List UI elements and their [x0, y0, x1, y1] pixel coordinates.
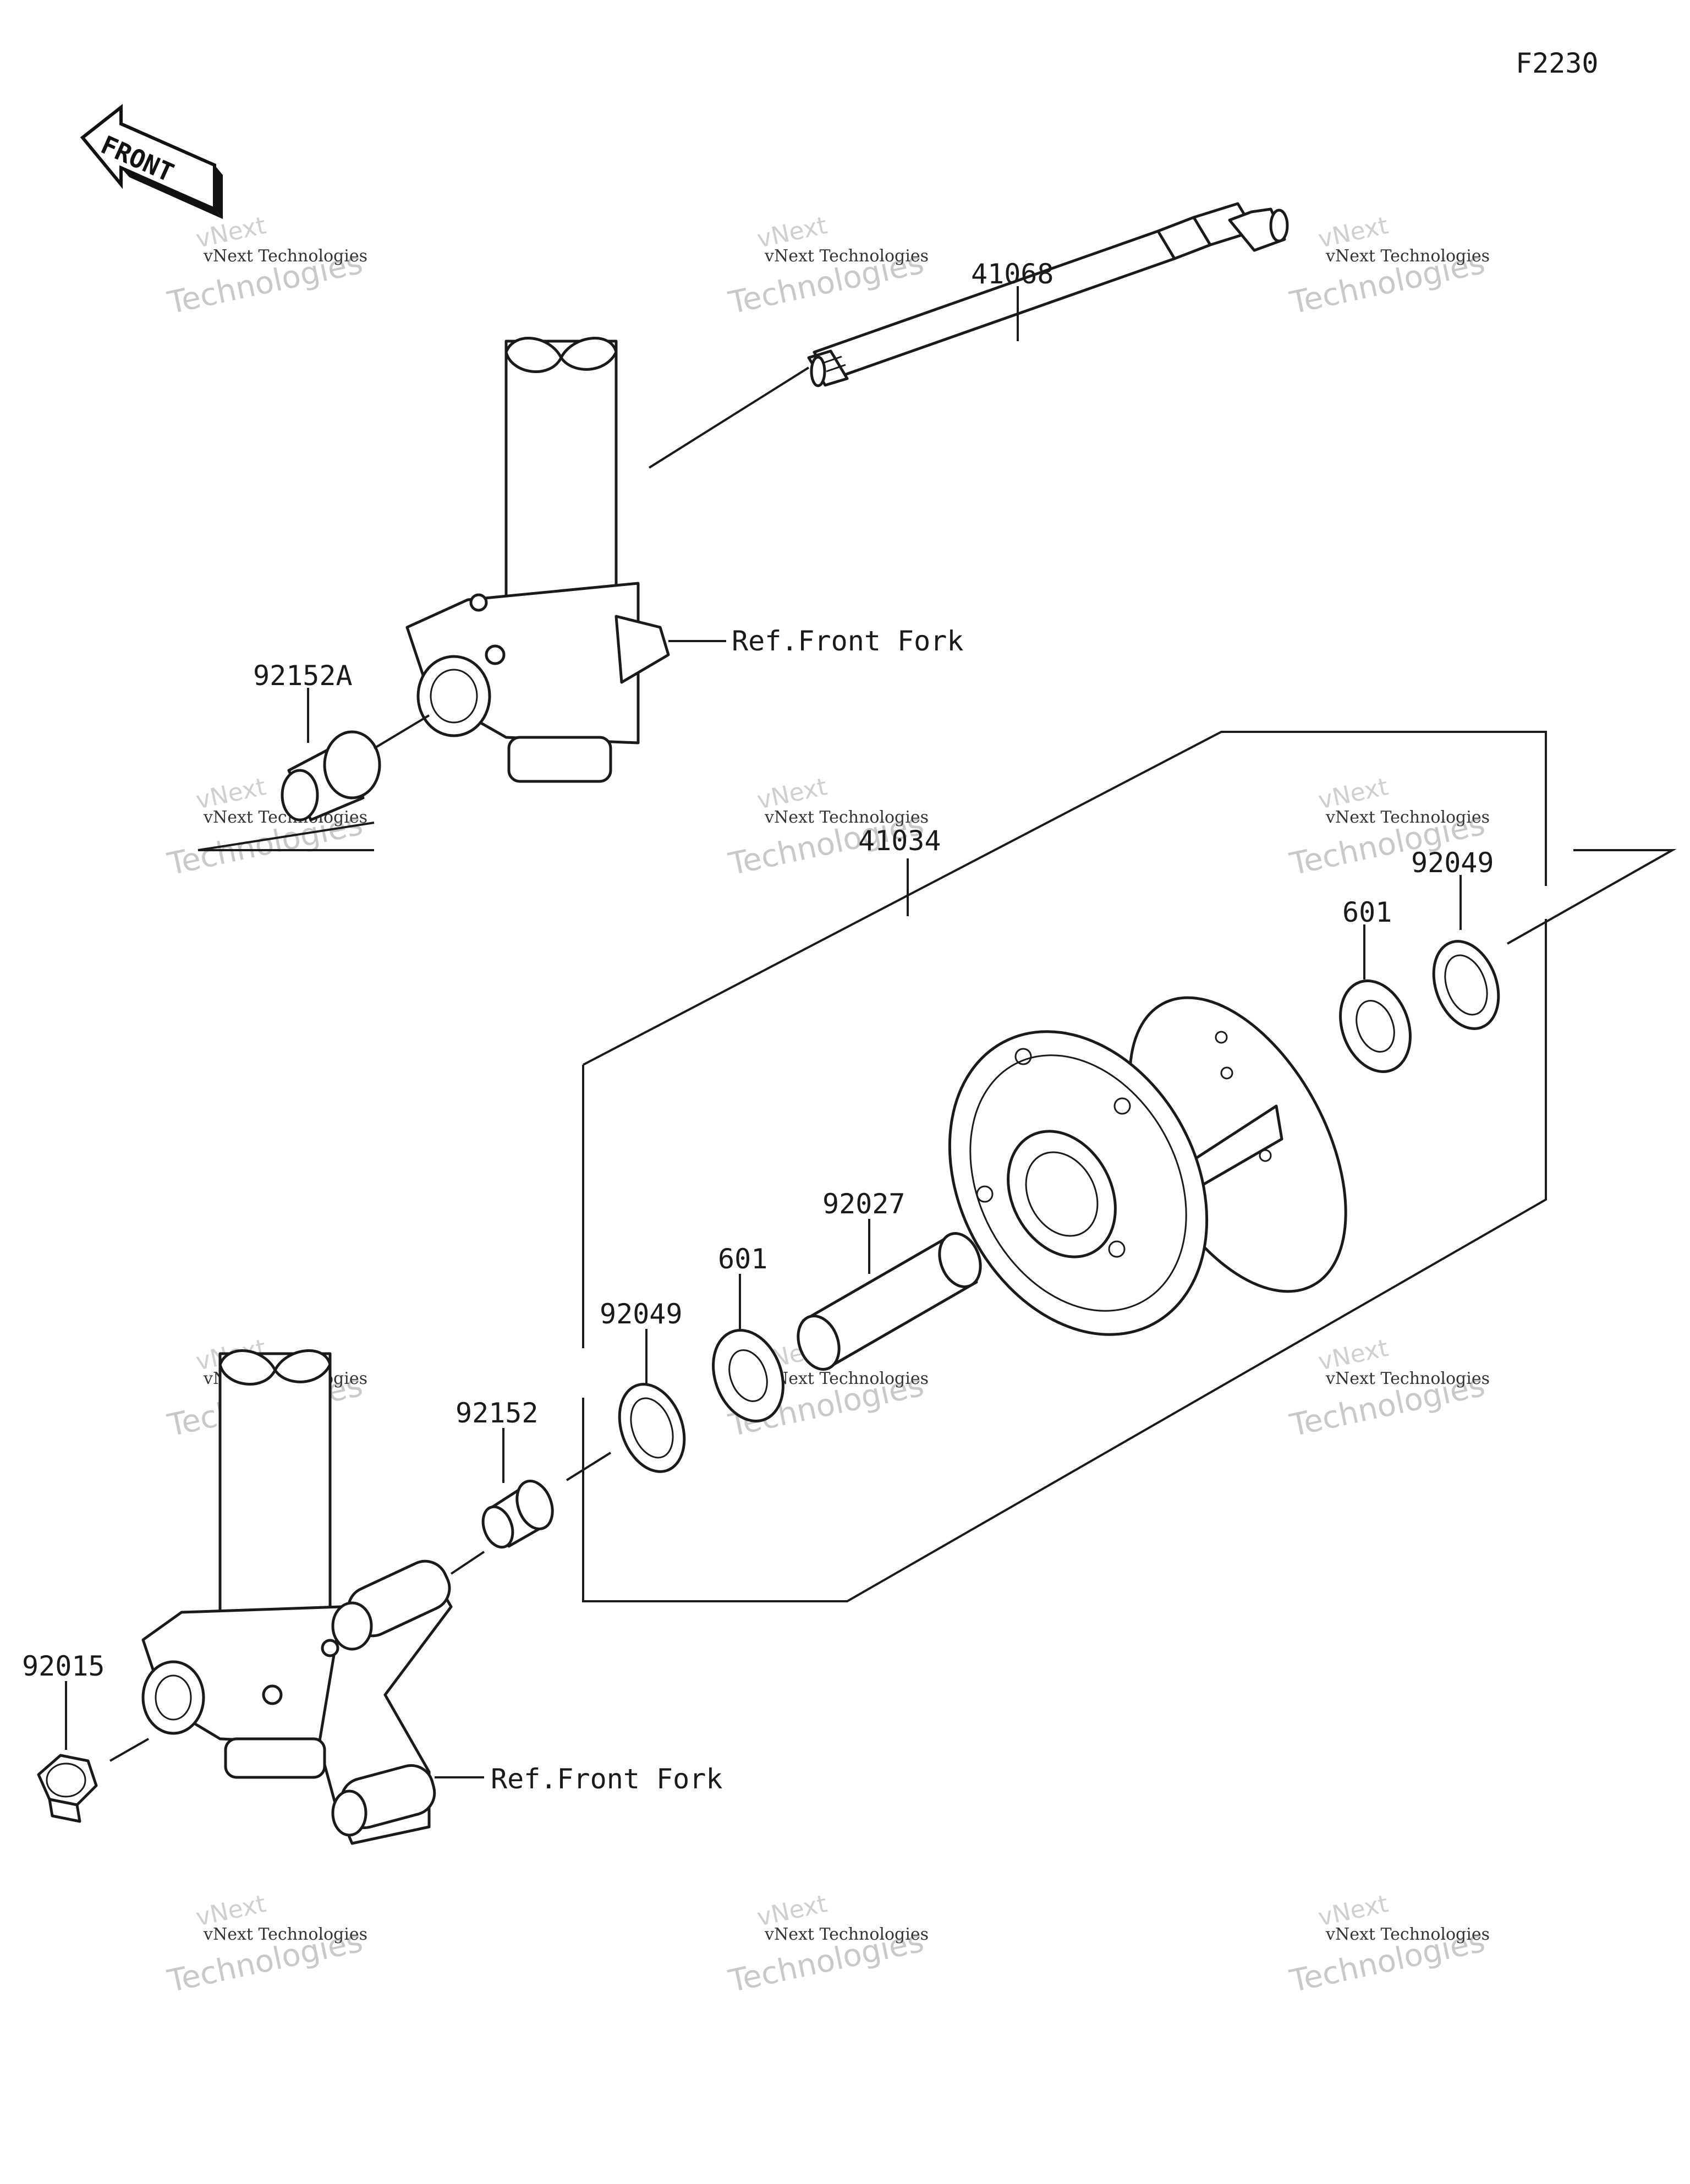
callout-ref-front-fork-upper[interactable]: Ref.Front Fork [732, 625, 963, 657]
callout-collar-a: 92152A [253, 660, 353, 692]
svg-text:vNext Technologies: vNext Technologies [1325, 808, 1490, 827]
callout-bearing-right: 601 [1342, 896, 1392, 928]
svg-text:vNext Technologies: vNext Technologies [1325, 1925, 1490, 1944]
callout-seal-left: 92049 [600, 1298, 683, 1330]
svg-text:vNext Technologies: vNext Technologies [764, 247, 929, 266]
callout-ref-front-fork-lower[interactable]: Ref.Front Fork [491, 1763, 722, 1795]
watermark-top-center: vNext Technologies vNext Technologies [725, 211, 929, 321]
fork-leg-lower [141, 1349, 453, 1845]
svg-text:vNext Technologies: vNext Technologies [764, 1369, 929, 1388]
watermark-top-left: vNext Technologies vNext Technologies [164, 211, 367, 321]
svg-text:vNext Technologies: vNext Technologies [203, 1925, 367, 1944]
hub-ref-line [1507, 849, 1677, 945]
bearing-left [712, 1329, 784, 1422]
nut-centerline [109, 1738, 149, 1762]
watermark-bottom-right: vNext Technologies vNext Technologies [1286, 1890, 1490, 2000]
collar [481, 1479, 554, 1549]
svg-text:vNext Technologies: vNext Technologies [1325, 247, 1490, 266]
svg-text:vNext Technologies: vNext Technologies [1325, 1369, 1490, 1388]
collar-a-ref-line [197, 822, 375, 851]
watermark-bottom-center: vNext Technologies vNext Technologies [725, 1890, 929, 2000]
bearing-right [1339, 979, 1412, 1073]
axle-nut [37, 1754, 98, 1823]
hub-left-centerline [566, 1452, 612, 1481]
collar-a [281, 730, 381, 822]
hub-box-top [583, 731, 1547, 1066]
callout-spacer: 92027 [822, 1188, 906, 1220]
callout-nut: 92015 [22, 1650, 105, 1682]
watermark-bottom-left: vNext Technologies vNext Technologies [164, 1890, 367, 2000]
watermark-top-right: vNext Technologies vNext Technologies [1286, 211, 1490, 321]
oil-seal-right [1432, 940, 1500, 1030]
callout-collar: 92152 [456, 1397, 539, 1429]
svg-text:vNext Technologies: vNext Technologies [764, 1925, 929, 1944]
callout-hub: 41034 [858, 825, 941, 857]
svg-text:vNext Technologies: vNext Technologies [203, 247, 367, 266]
callout-axle: 41068 [971, 258, 1054, 290]
figure-code: F2230 [1516, 47, 1599, 79]
callout-seal-right: 92049 [1411, 847, 1494, 879]
distance-collar [797, 1232, 982, 1371]
svg-text:vNext Technologies: vNext Technologies [764, 808, 929, 827]
axle-centerline [648, 366, 810, 469]
callout-bearing-left: 601 [718, 1243, 767, 1275]
watermark-low-right: vNext Technologies vNext Technologies [1286, 1334, 1490, 1444]
collar-centerline [450, 1551, 485, 1575]
front-arrow-icon: FRONT [80, 103, 223, 219]
wheel-hub [948, 996, 1347, 1336]
collar-a-centerline [373, 714, 430, 749]
front-axle [807, 202, 1289, 387]
hub-box-bottom [582, 919, 1547, 1602]
fork-leg-upper [405, 337, 670, 783]
oil-seal-left [618, 1383, 686, 1473]
